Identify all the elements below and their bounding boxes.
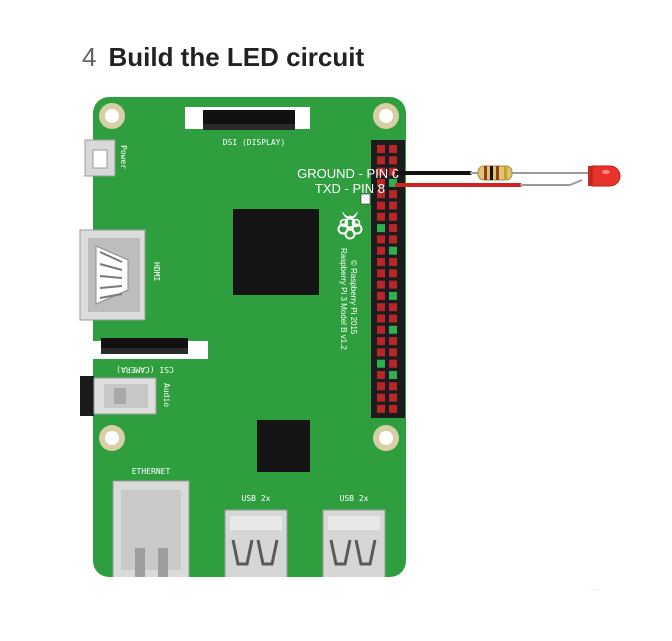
ground-pin-label: GROUND - PIN 6 <box>297 166 399 181</box>
board-pcb <box>93 97 406 577</box>
gpio-pin <box>377 291 385 300</box>
soc-chip <box>233 209 319 295</box>
gpio-pin <box>389 280 397 289</box>
gpio-pin <box>377 246 385 255</box>
gpio-pin <box>377 303 385 312</box>
hdmi-label: HDMI <box>152 262 161 281</box>
gpio-pin <box>377 314 385 323</box>
gpio-pin <box>389 371 397 379</box>
mount-hole-top-left <box>99 103 125 129</box>
gpio-pin <box>389 224 397 233</box>
hdmi-connector: HDMI <box>79 229 161 321</box>
power-connector: Power <box>84 139 128 177</box>
gpio-pin <box>377 201 385 210</box>
usb-right-label: USB 2x <box>340 494 369 503</box>
led-leg-anode <box>520 179 583 186</box>
gpio-pin <box>377 337 385 346</box>
step-title: Build the LED circuit <box>108 42 365 72</box>
gpio-pin <box>389 404 397 413</box>
csi-label: CSI (CAMERA) <box>116 365 174 374</box>
gpio-pin <box>389 337 397 346</box>
gpio-pin <box>377 325 385 334</box>
decorative-dots: . . . <box>588 583 599 592</box>
raspberry-pi-logo <box>337 211 363 240</box>
gpio-pin <box>389 314 397 323</box>
gpio-pin <box>389 167 397 176</box>
gpio-pin <box>377 235 385 244</box>
gpio-pin <box>389 201 397 210</box>
gpio-pin <box>389 235 397 244</box>
gpio-pin <box>377 359 385 368</box>
dsi-label: DSI (DISPLAY) <box>223 138 286 147</box>
red-led <box>588 165 621 187</box>
gpio-pin <box>377 224 385 233</box>
ethernet-label: ETHERNET <box>132 467 171 476</box>
ethernet-port <box>112 480 190 577</box>
gpio-pin <box>389 246 397 255</box>
gpio-pin <box>389 382 397 391</box>
gpio-pin <box>389 190 397 199</box>
gpio-pin <box>377 258 385 266</box>
audio-label: Audio <box>162 383 171 407</box>
gpio-pin <box>389 258 397 266</box>
gpio-pin <box>377 178 385 187</box>
step-number: 4 <box>82 42 97 72</box>
gpio-pin <box>377 393 385 402</box>
copyright-label: © Raspberry Pi 2015 <box>349 260 358 335</box>
gpio-pin <box>389 212 397 221</box>
model-label: Raspberry Pi 3 Model B v1.2 <box>339 248 348 350</box>
gpio-pin <box>389 178 397 187</box>
gpio-pin <box>377 348 385 357</box>
gpio-pin <box>377 269 385 278</box>
pin1-marker <box>360 193 371 205</box>
mount-holes <box>99 103 399 451</box>
gpio-pin <box>389 393 397 402</box>
gpio-pin <box>377 371 385 379</box>
gpio-pin <box>389 359 397 368</box>
usb-ethernet-chip <box>257 420 310 472</box>
gpio-pin <box>389 269 397 278</box>
gpio-pin <box>377 404 385 413</box>
gpio-pin <box>377 280 385 289</box>
gpio-pin <box>389 348 397 357</box>
gpio-pins <box>377 145 397 413</box>
gpio-pin <box>377 156 385 165</box>
usb-left-label: USB 2x <box>242 494 271 503</box>
resistor <box>470 165 590 181</box>
gpio-pin <box>377 190 385 199</box>
gpio-pin <box>389 145 397 153</box>
gpio-pin <box>389 291 397 300</box>
step-heading: 4 Build the LED circuit <box>82 40 364 74</box>
mount-hole-top-right <box>373 103 399 129</box>
usb-port-right <box>322 509 386 577</box>
gpio-pin <box>377 212 385 221</box>
gpio-pin <box>389 303 397 312</box>
usb-port-left <box>224 509 288 577</box>
gpio-pin <box>389 156 397 165</box>
gpio-pin <box>377 145 385 153</box>
csi-connector: CSI (CAMERA) <box>93 338 208 374</box>
power-label: Power <box>119 145 128 169</box>
mount-hole-bottom-left <box>99 425 125 451</box>
gpio-pin <box>377 382 385 391</box>
dsi-connector: DSI (DISPLAY) <box>185 107 310 147</box>
txd-pin-label: TXD - PIN 8 <box>315 181 385 196</box>
audio-jack: Audio <box>80 376 171 416</box>
gpio-pin <box>389 325 397 334</box>
mount-hole-bottom-right <box>373 425 399 451</box>
raspberry-pi-board <box>93 97 406 577</box>
gpio-pin <box>377 167 385 176</box>
